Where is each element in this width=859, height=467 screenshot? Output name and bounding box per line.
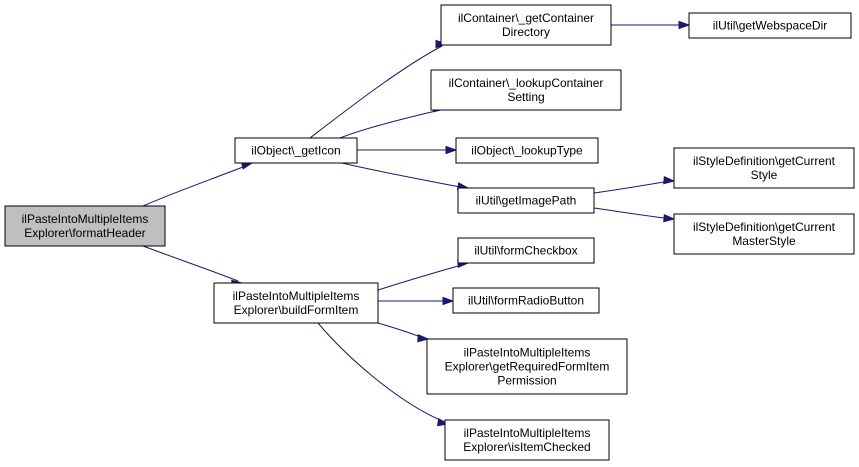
node-is-item-checked[interactable]: ilPasteIntoMultipleItemsExplorer\isItemC… [444,419,610,461]
node-label-line: ilObject\_lookupType [471,144,583,158]
node-box [213,282,379,324]
arrowhead [663,175,676,185]
node-box [457,237,595,264]
node-box [444,419,610,461]
arrowhead [445,145,458,155]
edge-get-icon-to-lookup-container-setting [339,103,446,139]
node-label-line: Directory [502,25,550,39]
node-box [673,147,855,189]
edge-get-container-directory-to-get-webspace-dir [611,20,691,30]
node-label-line: ilStyleDefinition\getCurrent [693,220,836,234]
node-box [426,338,628,395]
arrowhead [442,296,455,306]
node-label-line: ilUtil\getWebspaceDir [713,19,828,33]
edge-get-image-path-to-get-current-master-style [593,207,676,223]
node-box [4,205,166,247]
node-label-line: ilStyleDefinition\getCurrent [693,154,836,168]
edge-line [317,322,441,421]
node-form-radio-button[interactable]: ilUtil\formRadioButton [452,287,600,314]
node-box [452,287,600,314]
edge-line [593,207,665,219]
node-label-line: ilUtil\formCheckbox [474,244,577,258]
node-label-line: ilContainer\_getContainer [458,11,594,25]
edge-line [142,245,239,282]
edge-format-header-to-get-icon [142,161,254,207]
node-label-line: ilUtil\formRadioButton [468,294,584,308]
node-get-image-path[interactable]: ilUtil\getImagePath [457,187,595,214]
node-box [430,69,622,111]
node-label-line: Explorer\isItemChecked [463,440,590,454]
edge-line [377,322,419,337]
edge-build-form-item-to-get-required-form-item-permission [377,322,430,343]
node-box [234,137,358,164]
edge-get-image-path-to-get-current-style [593,175,676,194]
arrowhead [678,20,691,30]
nodes-layer: ilPasteIntoMultipleItemsExplorer\formatH… [4,4,855,461]
edge-get-icon-to-get-image-path [341,162,470,191]
node-build-form-item[interactable]: ilPasteIntoMultipleItemsExplorer\buildFo… [213,282,379,324]
node-box [688,12,852,39]
node-label-line: ilPasteIntoMultipleItems [22,212,149,226]
node-label-line: Explorer\formatHeader [24,226,145,240]
node-label-line: Setting [507,90,544,104]
node-get-required-form-item-permission[interactable]: ilPasteIntoMultipleItemsExplorer\getRequ… [426,338,628,395]
arrowhead [417,333,430,343]
node-format-header[interactable]: ilPasteIntoMultipleItemsExplorer\formatH… [4,205,166,247]
edge-line [593,181,665,194]
node-label-line: Style [751,168,778,182]
node-label-line: ilPasteIntoMultipleItems [464,426,591,440]
arrowhead [663,213,676,223]
node-lookup-type[interactable]: ilObject\_lookupType [455,137,599,164]
edge-line [341,162,461,188]
edge-format-header-to-build-form-item [142,245,244,289]
node-label-line: Permission [497,374,556,388]
node-label-line: ilPasteIntoMultipleItems [464,346,591,360]
edge-line [309,45,443,139]
edge-line [377,265,459,291]
node-box [455,137,599,164]
edge-line [142,164,249,207]
node-label-line: MasterStyle [732,234,796,248]
node-get-webspace-dir[interactable]: ilUtil\getWebspaceDir [688,12,852,39]
node-box [673,213,855,255]
edge-get-icon-to-get-container-directory [309,39,448,139]
edge-build-form-item-to-form-radio-button [378,296,455,306]
node-box [440,4,612,46]
node-label-line: Explorer\getRequiredFormItem [445,360,610,374]
edge-line [339,109,441,139]
node-form-checkbox[interactable]: ilUtil\formCheckbox [457,237,595,264]
node-label-line: ilObject\_getIcon [251,144,340,158]
node-box [457,187,595,214]
node-label-line: ilPasteIntoMultipleItems [233,289,360,303]
node-label-line: Explorer\buildFormItem [234,303,359,317]
node-label-line: ilContainer\_lookupContainer [449,76,604,90]
edge-build-form-item-to-form-checkbox [377,259,470,291]
node-get-icon[interactable]: ilObject\_getIcon [234,137,358,164]
node-label-line: ilUtil\getImagePath [476,194,577,208]
edge-get-icon-to-lookup-type [357,145,458,155]
